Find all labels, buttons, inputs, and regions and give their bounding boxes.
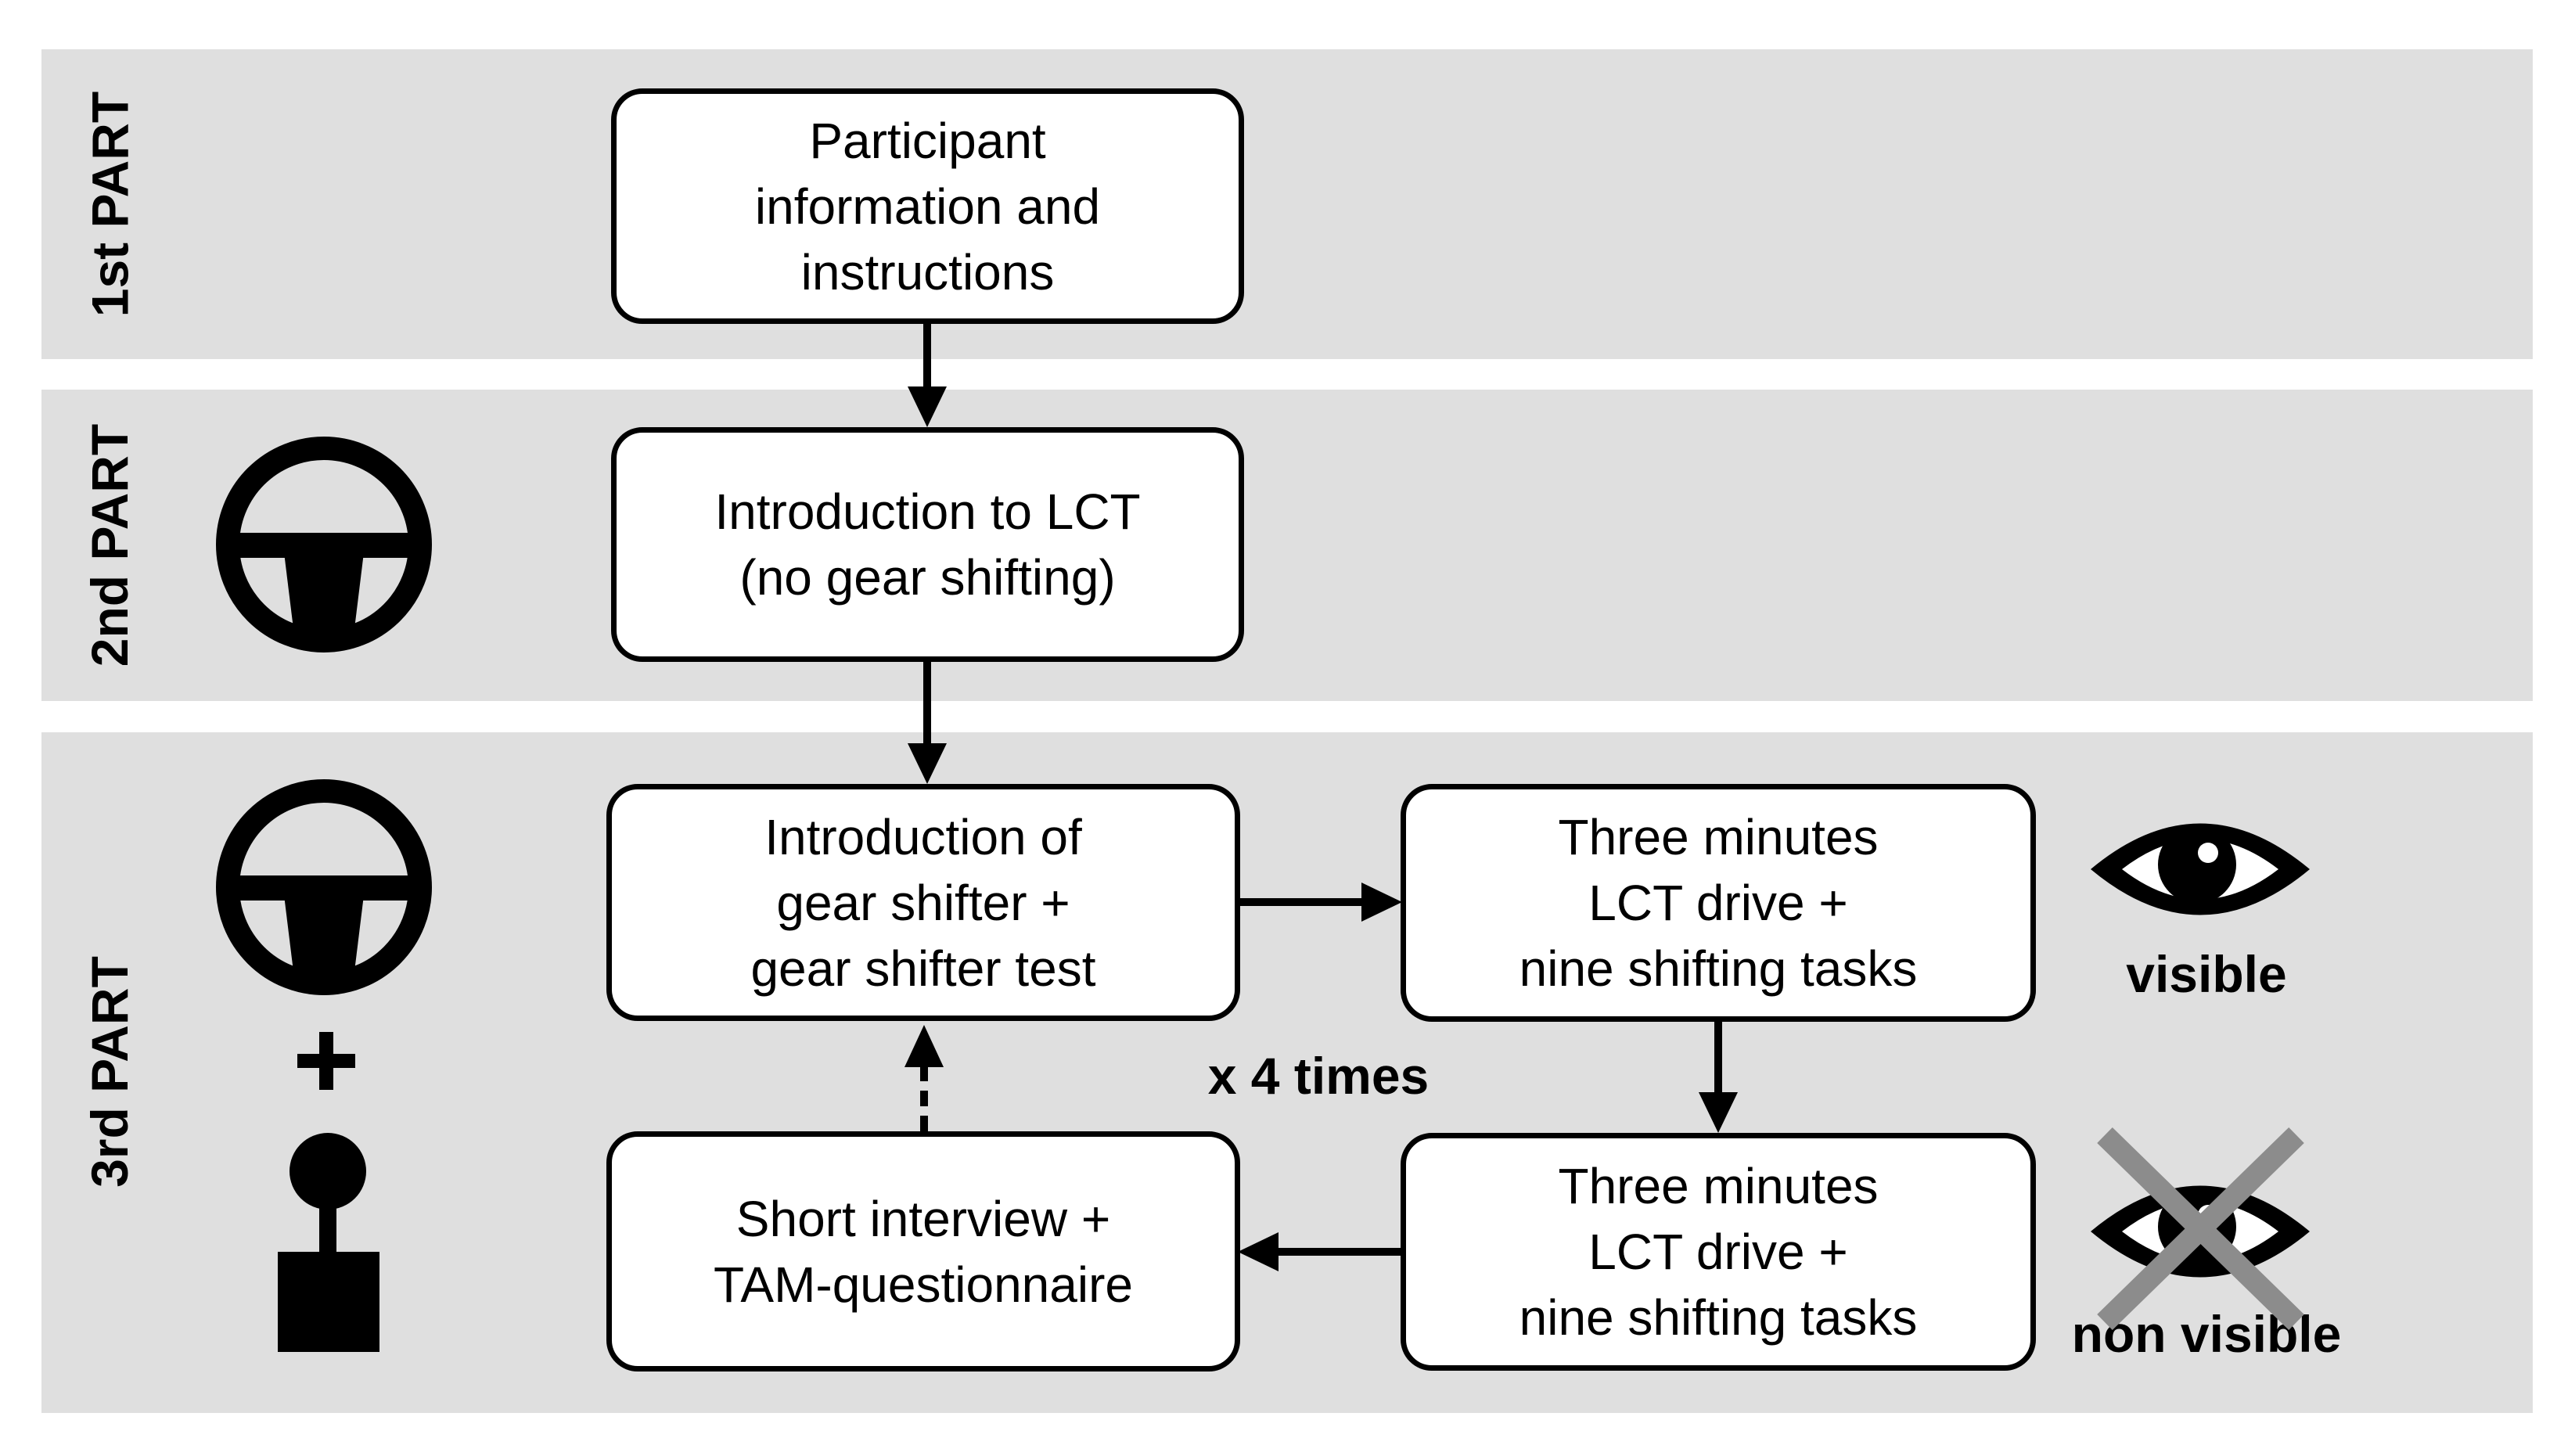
drive-visible-line-1: Three minutes <box>1558 809 1879 865</box>
arrowhead-intro-gear-to-drive-visible <box>1361 883 1402 922</box>
drive-nonvisible-box: Three minutes LCT drive + nine shifting … <box>1401 1133 2036 1371</box>
intro-lct-box: Introduction to LCT (no gear shifting) <box>611 427 1244 662</box>
drive-visible-box: Three minutes LCT drive + nine shifting … <box>1401 784 2036 1022</box>
drive-nonvisible-line-2: LCT drive + <box>1588 1224 1848 1280</box>
intro-gear-line-2: gear shifter + <box>776 874 1070 931</box>
participant-info-line-1: Participant <box>809 112 1046 169</box>
visible-label: visible <box>2126 945 2287 1003</box>
participant-info-line-3: instructions <box>800 243 1055 300</box>
intro-gear-line-1: Introduction of <box>764 808 1082 865</box>
interview-line-1: Short interview + <box>735 1190 1111 1247</box>
drive-visible-line-2: LCT drive + <box>1588 875 1848 931</box>
intro-lct-line-2: (no gear shifting) <box>739 549 1116 606</box>
part-2-band <box>41 390 2533 701</box>
arrowhead-drive-visible-to-drive-nonvisible <box>1699 1092 1738 1133</box>
drive-visible-line-3: nine shifting tasks <box>1519 940 1918 997</box>
intro-gear-shifter-box: Introduction of gear shifter + gear shif… <box>606 784 1240 1021</box>
part-1-band <box>41 49 2533 359</box>
drive-nonvisible-line-1: Three minutes <box>1558 1158 1879 1214</box>
interview-line-2: TAM-questionnaire <box>714 1256 1133 1313</box>
arrowhead-interview-to-intro-gear <box>904 1025 944 1067</box>
participant-info-box: Participant information and instructions <box>611 88 1244 324</box>
arrowhead-info-to-intro-lct <box>908 386 947 427</box>
loop-count-label: x 4 times <box>1207 1047 1430 1105</box>
arrowhead-drive-nonvisible-to-interview <box>1238 1232 1279 1271</box>
interview-box: Short interview + TAM-questionnaire <box>606 1131 1240 1372</box>
drive-nonvisible-line-3: nine shifting tasks <box>1519 1289 1918 1346</box>
participant-info-line-2: information and <box>754 178 1101 235</box>
intro-gear-line-3: gear shifter test <box>750 940 1096 997</box>
intro-lct-line-1: Introduction to LCT <box>714 484 1141 540</box>
arrowhead-intro-lct-to-intro-gear <box>908 743 947 784</box>
